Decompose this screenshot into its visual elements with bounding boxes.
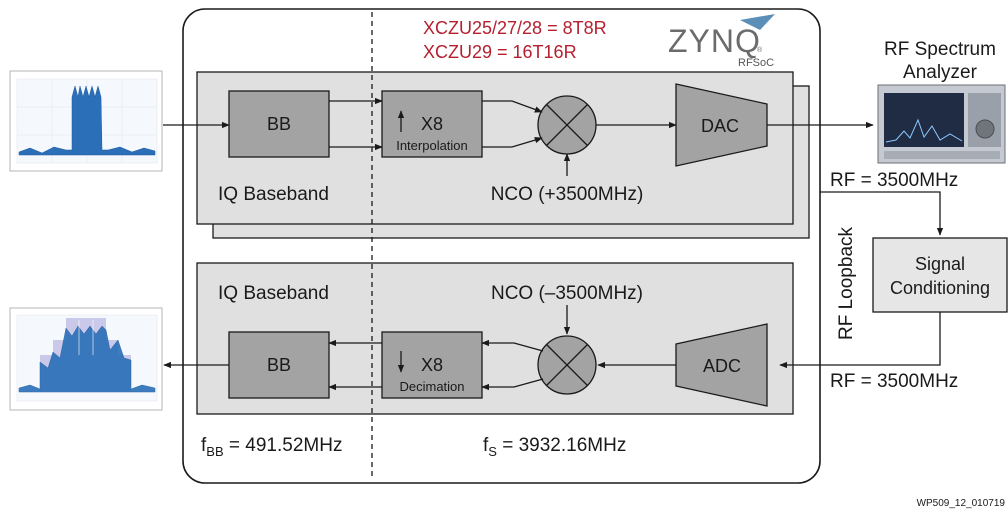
tx-mixer-icon xyxy=(537,95,597,155)
rx-output-spectrum-image xyxy=(9,307,163,411)
logo-subtitle: RFSoC xyxy=(738,57,774,69)
signal-conditioning-block xyxy=(872,237,1008,313)
loopback-path-in xyxy=(779,312,941,369)
tx-baseband-label: IQ Baseband xyxy=(218,184,329,205)
tx-nco-label: NCO (+3500MHz) xyxy=(491,184,644,205)
logo-wordmark: ZYNQ xyxy=(668,23,761,59)
tx-input-spectrum-image xyxy=(9,70,163,172)
loopback-path-out xyxy=(820,191,944,236)
tx-interp-factor: X8 xyxy=(421,114,443,134)
rx-baseband-label: IQ Baseband xyxy=(218,283,329,304)
rx-adc-block xyxy=(675,323,768,407)
analyzer-title-line2: Analyzer xyxy=(903,62,978,83)
rx-nco-label: NCO (–3500MHz) xyxy=(491,283,643,304)
tx-bb-block xyxy=(228,90,330,158)
conditioning-line2: Conditioning xyxy=(890,278,990,298)
conditioning-line1: Signal xyxy=(915,254,965,274)
rf-in-label: RF = 3500MHz xyxy=(830,371,958,392)
rf-out-label: RF = 3500MHz xyxy=(830,170,958,191)
tx-dac-label: DAC xyxy=(701,116,739,136)
tx-interp-label: Interpolation xyxy=(396,138,468,153)
fs-label: fS = 3932.16MHz xyxy=(483,435,626,459)
rx-decim-factor: X8 xyxy=(421,355,443,375)
device-parts-line2: XCZU29 = 16T16R xyxy=(423,42,577,62)
tx-bb-label: BB xyxy=(267,114,291,134)
zynq-rfsoc-logo: ZYNQ ® RFSoC xyxy=(668,14,775,69)
logo-swoosh-icon xyxy=(740,14,775,30)
rf-loopback-label: RF Loopback xyxy=(836,226,857,340)
spectrum-analyzer-image xyxy=(877,84,1006,164)
rx-adc-label: ADC xyxy=(703,356,741,376)
rx-decim-label: Decimation xyxy=(399,379,464,394)
tx-signal-paths xyxy=(163,97,874,176)
rx-bb-block xyxy=(228,331,330,399)
rx-mixer-icon xyxy=(537,335,597,395)
analyzer-title-line1: RF Spectrum xyxy=(884,39,996,60)
figure-id: WP509_12_010719 xyxy=(917,498,1006,509)
tx-interpolation-block xyxy=(381,90,483,158)
device-parts-line1: XCZU25/27/28 = 8T8R xyxy=(423,18,607,38)
tx-dac-block xyxy=(675,83,768,167)
logo-registered-mark: ® xyxy=(757,46,763,54)
rx-signal-paths xyxy=(163,305,676,391)
rx-bb-label: BB xyxy=(267,355,291,375)
fbb-label: fBB = 491.52MHz xyxy=(201,435,342,459)
